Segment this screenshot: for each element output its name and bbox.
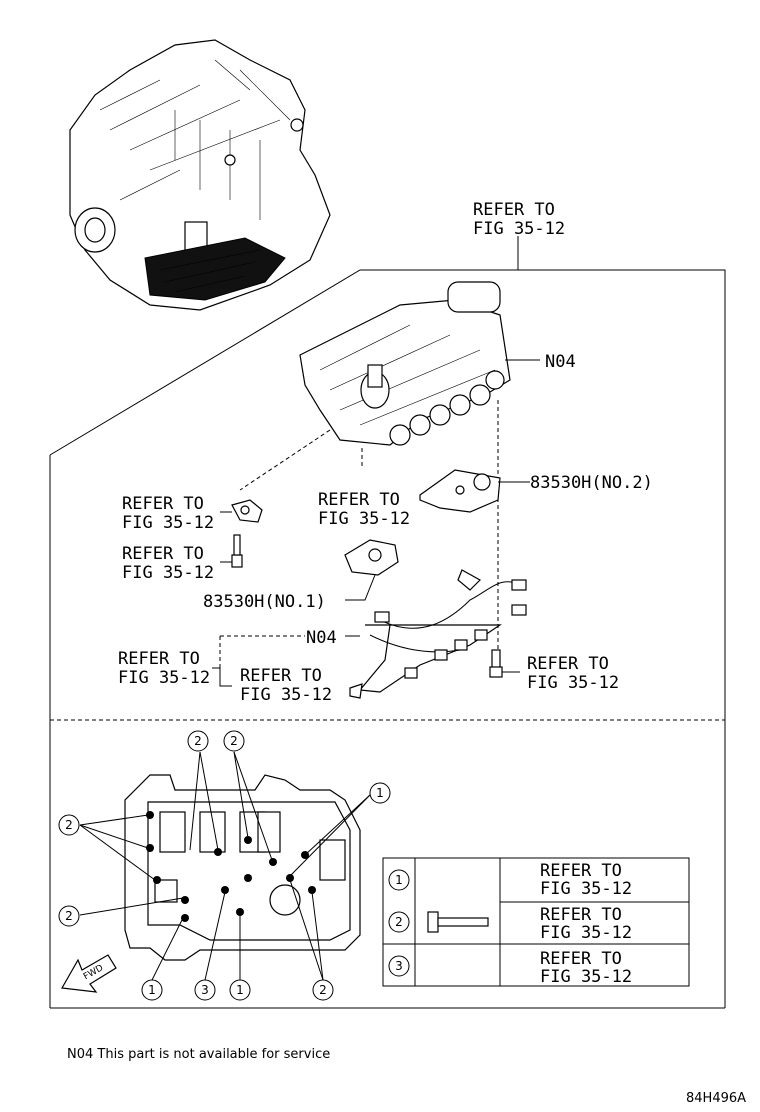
bolt-right-illustration: [489, 649, 503, 678]
bolt-legend-table: 1 2 3 REFER TO FIG 35-12 REFER TO FIG 35…: [382, 857, 690, 987]
clip-illustration: [349, 683, 363, 699]
wiring-harness-illustration: [358, 569, 527, 693]
refer-top-line2: FIG 35-12: [473, 219, 565, 239]
transmission-assembly-illustration: [69, 39, 331, 311]
refer-right-bolt-line2: FIG 35-12: [527, 673, 619, 693]
callout-2-bottom: 2: [319, 983, 327, 997]
bolt-left-illustration: [231, 534, 243, 568]
bolt-icon: [427, 911, 489, 933]
part-no1-label: 83530H(NO.1): [203, 592, 326, 612]
legend-num-2: 2: [395, 915, 403, 929]
refer-mid-line2: FIG 35-12: [318, 509, 410, 529]
refer-right-bolt-line1: REFER TO: [527, 654, 609, 674]
callout-1-right: 1: [376, 786, 384, 800]
refer-left3-line2: FIG 35-12: [118, 668, 210, 688]
solenoid-no1-illustration: [344, 539, 399, 576]
refer-left1-line2: FIG 35-12: [122, 513, 214, 533]
sensor-illustration: [231, 499, 263, 523]
callout-3-bottom: 3: [201, 983, 209, 997]
legend-text-3-line1: REFER TO: [540, 949, 622, 969]
refer-bottom-mid-line2: FIG 35-12: [240, 685, 332, 705]
footnote: N04 This part is not available for servi…: [67, 1047, 330, 1062]
legend-num-3: 3: [395, 959, 403, 973]
legend-text-1-line1: REFER TO: [540, 861, 622, 881]
legend-text-3-line2: FIG 35-12: [540, 967, 632, 987]
exploded-view-frame: [49, 236, 726, 1009]
figure-code: 84H496A: [686, 1091, 746, 1106]
callout-1-bottom-a: 1: [148, 983, 156, 997]
refer-left2-line1: REFER TO: [122, 544, 204, 564]
refer-bottom-mid-line1: REFER TO: [240, 666, 322, 686]
refer-top-line1: REFER TO: [473, 200, 555, 220]
callout-2-left-b: 2: [65, 909, 73, 923]
fwd-arrow: FWD: [61, 954, 117, 993]
callout-2-top-b: 2: [230, 734, 238, 748]
callout-2-left-a: 2: [65, 818, 73, 832]
legend-text-1-line2: FIG 35-12: [540, 879, 632, 899]
refer-left2-line2: FIG 35-12: [122, 563, 214, 583]
n04-top-label: N04: [545, 352, 576, 372]
callout-1-bottom-b: 1: [236, 983, 244, 997]
callouts: 2 2 1 2 2 1 3 1 2: [58, 730, 391, 1001]
callout-2-top-a: 2: [194, 734, 202, 748]
n04-mid-label: N04: [306, 628, 337, 648]
valve-body-assembly: [299, 281, 511, 446]
legend-text-2-line2: FIG 35-12: [540, 923, 632, 943]
refer-left1-line1: REFER TO: [122, 494, 204, 514]
solenoid-no2-illustration: [419, 469, 501, 513]
refer-left3-line1: REFER TO: [118, 649, 200, 669]
legend-text-2-line1: REFER TO: [540, 905, 622, 925]
refer-mid-line1: REFER TO: [318, 490, 400, 510]
part-no2-label: 83530H(NO.2): [530, 473, 653, 493]
legend-num-1: 1: [395, 873, 403, 887]
callout-leaders: [79, 751, 371, 981]
